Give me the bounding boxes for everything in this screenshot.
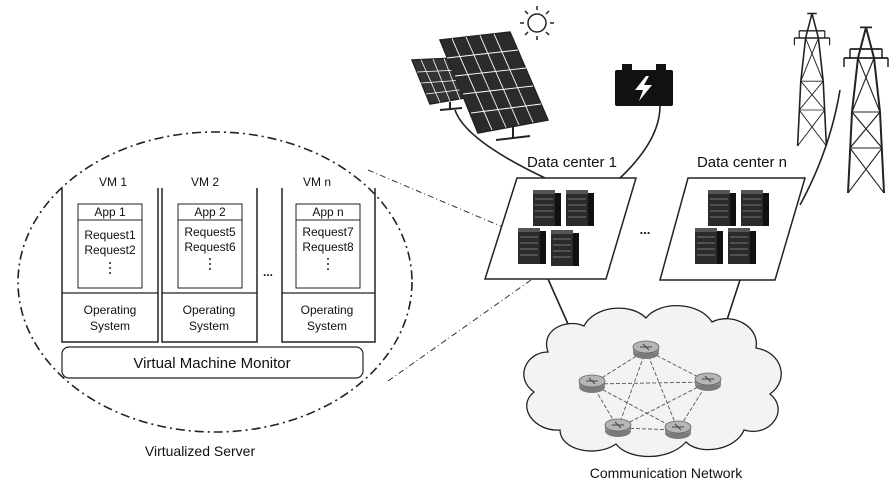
battery-icon xyxy=(615,64,673,106)
request-item: Request6 xyxy=(184,240,236,254)
request-item: Request5 xyxy=(184,225,236,239)
server-rack-icon xyxy=(740,189,770,227)
vm-1: VM 1 App 1 Request1 Request2 Operating S… xyxy=(61,175,159,343)
vm-title: VM n xyxy=(303,175,331,189)
ellipsis-icon xyxy=(209,258,211,270)
app-box xyxy=(295,203,361,289)
power-tower-icon xyxy=(793,12,831,147)
os-label: System xyxy=(307,319,347,333)
vm-frame xyxy=(161,188,258,343)
router-icon xyxy=(604,418,632,438)
power-line xyxy=(799,89,841,206)
os-label: Operating xyxy=(84,303,137,317)
server-label: Virtualized Server xyxy=(145,443,256,459)
app-label: App 2 xyxy=(194,205,226,219)
server-rack-icon xyxy=(517,227,547,265)
router-icon xyxy=(632,340,660,360)
server-rack-icon xyxy=(565,189,595,227)
zoom-line xyxy=(367,169,506,229)
server-rack-icon xyxy=(532,189,562,227)
server-rack-icon xyxy=(694,227,724,265)
datacenter-1-label: Data center 1 xyxy=(527,154,617,171)
cloud-icon xyxy=(523,305,782,458)
app-label: App 1 xyxy=(94,205,126,219)
vmm-box xyxy=(61,346,364,379)
os-label: Operating xyxy=(301,303,354,317)
vmm-label: Virtual Machine Monitor xyxy=(133,355,290,372)
sun-icon xyxy=(520,6,554,40)
os-label: Operating xyxy=(183,303,236,317)
router-icon xyxy=(578,374,606,394)
request-item: Request2 xyxy=(84,243,136,257)
vm-frame xyxy=(61,188,159,343)
router-icon xyxy=(694,372,722,392)
power-line xyxy=(454,109,546,179)
server-boundary xyxy=(17,131,413,433)
os-label: System xyxy=(90,319,130,333)
router-icon xyxy=(664,420,692,440)
app-box xyxy=(177,203,243,289)
network-label: Communication Network xyxy=(590,465,743,481)
vm-n: VM n App n Request7 Request8 Operating S… xyxy=(281,175,376,343)
datacenter-n-label: Data center n xyxy=(697,154,787,171)
ellipsis-icon xyxy=(327,258,329,270)
request-item: Request7 xyxy=(302,225,354,239)
app-label: App n xyxy=(312,205,343,219)
request-item: Request8 xyxy=(302,240,354,254)
server-rack-icon xyxy=(707,189,737,227)
server-rack-icon xyxy=(727,227,757,265)
vm-title: VM 2 xyxy=(191,175,219,189)
request-item: Request1 xyxy=(84,228,136,242)
vm-2: VM 2 App 2 Request5 Request6 Operating S… xyxy=(161,175,258,343)
ellipsis-icon xyxy=(109,262,111,274)
vm-frame xyxy=(281,188,376,343)
vm-title: VM 1 xyxy=(99,175,127,189)
solar-panel-icon xyxy=(438,31,550,141)
os-label: System xyxy=(189,319,229,333)
datacenter-gap-ellipsis: ... xyxy=(640,222,651,237)
server-rack-icon xyxy=(550,229,580,267)
vm-gap-ellipsis: ... xyxy=(263,265,273,279)
power-tower-icon xyxy=(843,26,889,195)
power-line xyxy=(619,105,661,179)
